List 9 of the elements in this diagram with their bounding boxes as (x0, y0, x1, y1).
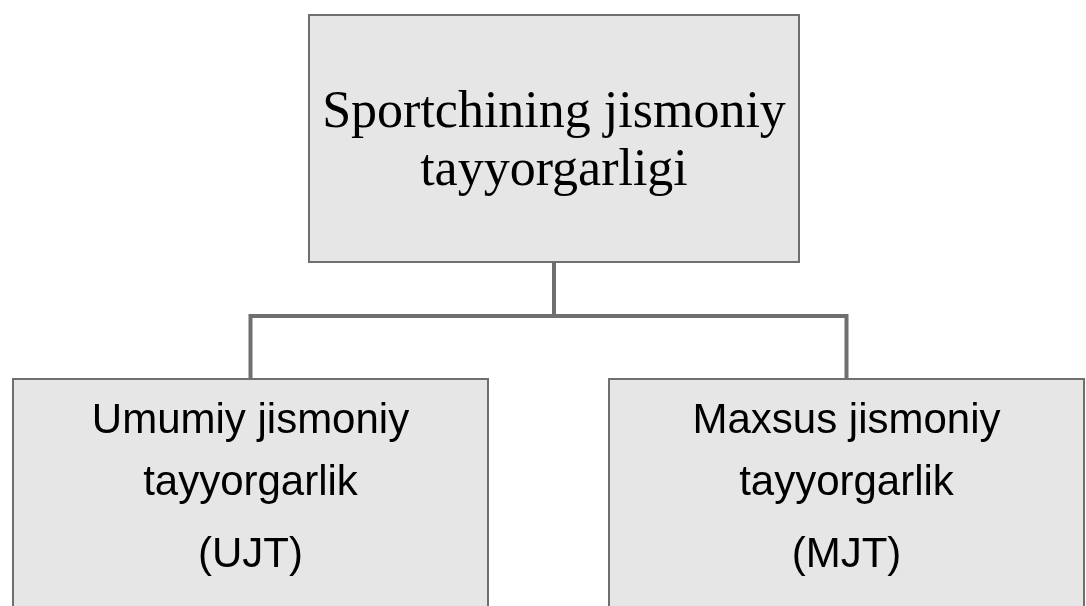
abbreviation-label: (UJT) (198, 528, 303, 578)
box-label: Maxsus jismoniy tayyorgarlik (691, 394, 1002, 506)
process-box (308, 14, 800, 263)
box-label: Umumiy jismoniy tayyorgarlik (90, 394, 411, 506)
box-label: Sportchining jismoniy tayyorgarligi (321, 80, 787, 197)
process-box (608, 378, 1085, 606)
abbreviation-label: (MJT) (791, 528, 902, 578)
process-box (12, 378, 489, 606)
connector-line (552, 263, 849, 378)
